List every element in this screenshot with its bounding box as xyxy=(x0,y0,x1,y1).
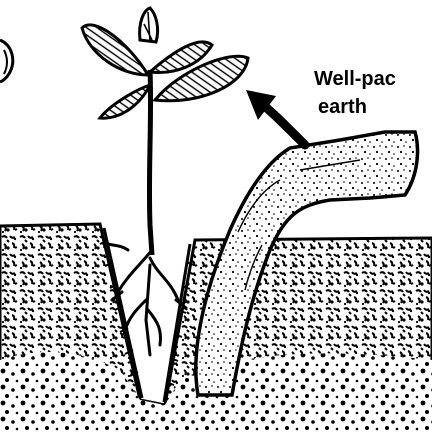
arrow-icon xyxy=(246,90,305,145)
partial-leaf-icon xyxy=(0,40,13,82)
label-well-packed: Well-pac xyxy=(314,68,396,90)
label-earth: earth xyxy=(318,96,367,118)
